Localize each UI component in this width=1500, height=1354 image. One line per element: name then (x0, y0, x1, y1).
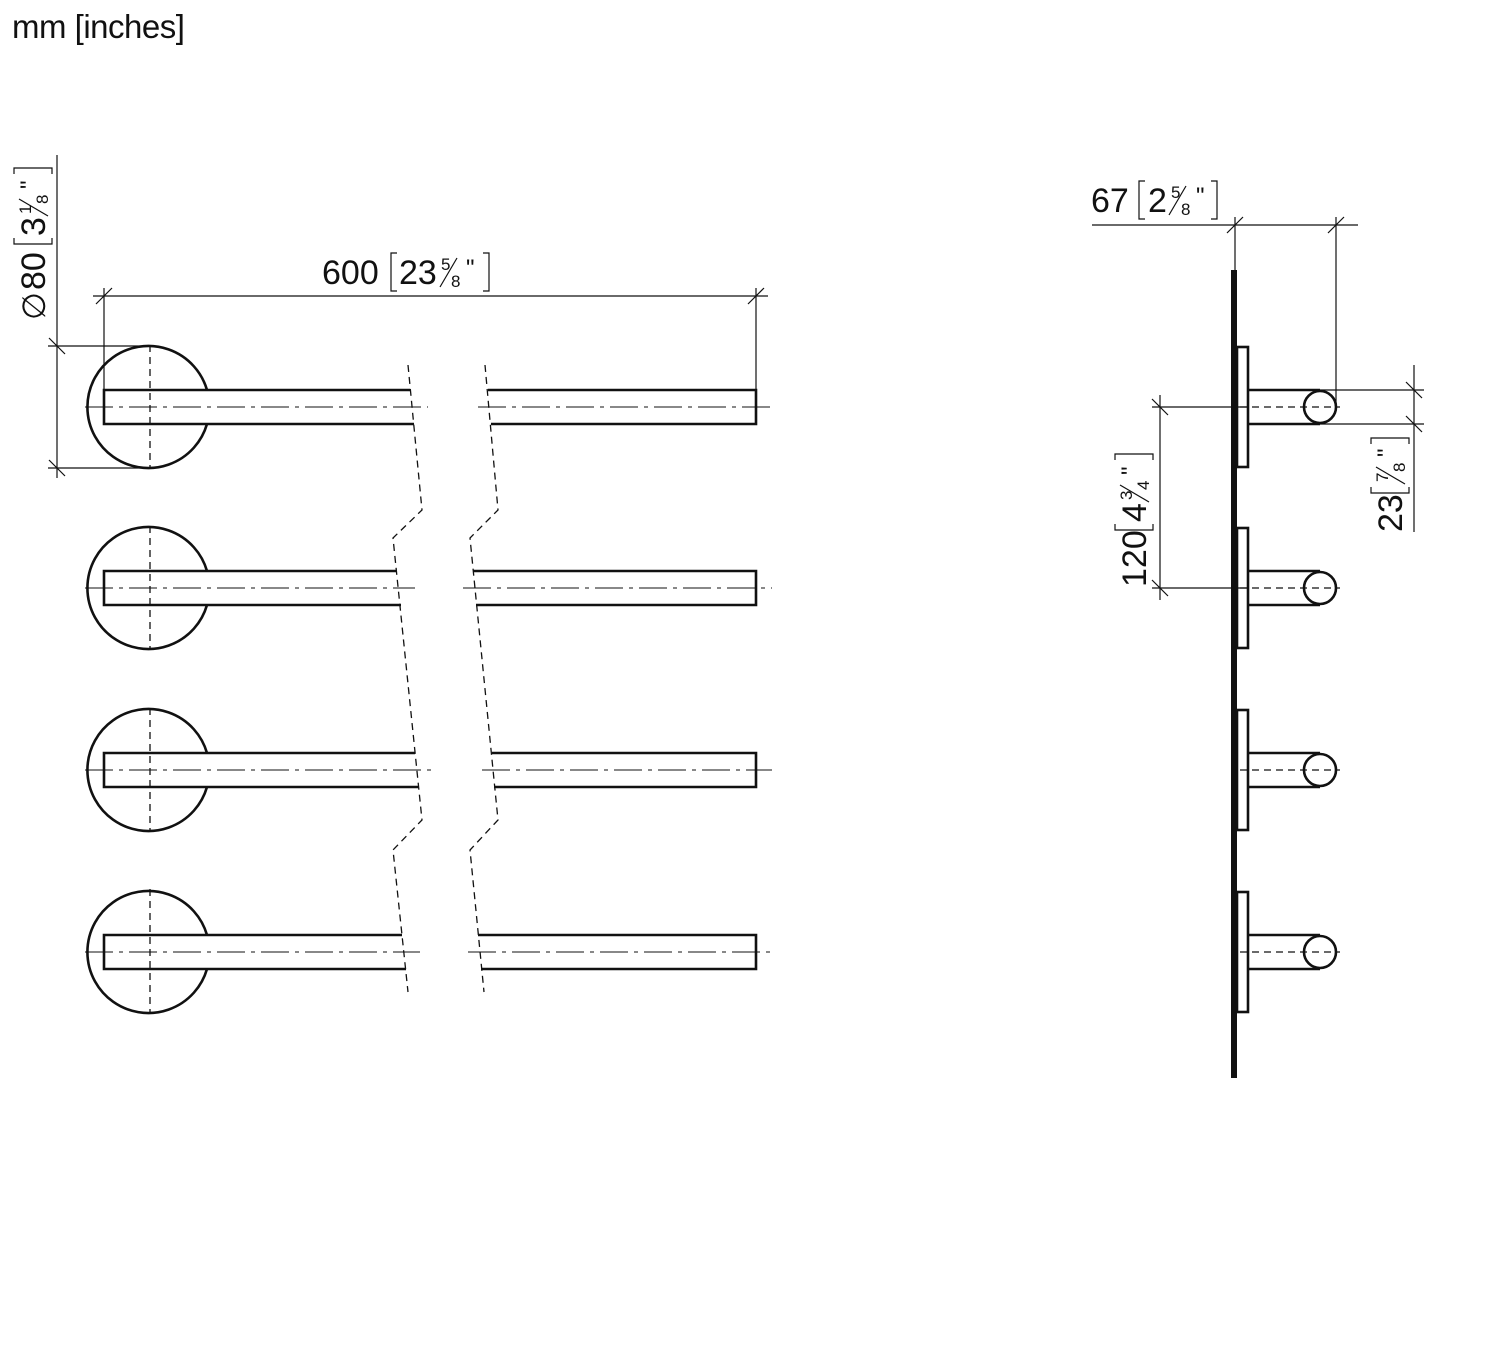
bracket-open (13, 238, 53, 245)
diameter-symbol: ∅ (16, 292, 52, 320)
bar-label: 23 7 8 " (1370, 437, 1410, 532)
diameter-mm: 80 (15, 252, 53, 290)
tick-mark (1151, 579, 1169, 597)
break-line-right (469, 364, 499, 993)
arm-stub (1248, 388, 1320, 426)
bar-in-den: 8 (1390, 463, 1409, 472)
inch-mark: " (466, 255, 475, 282)
front-view: 600 23 5 8 " ∅ 80 3 1 8 " (13, 155, 772, 1015)
diameter-in-num: 1 (16, 205, 35, 214)
inch-mark: " (1196, 183, 1205, 210)
break-line-left (392, 364, 423, 993)
tick-mark (1327, 216, 1345, 234)
bracket-open (1138, 180, 1145, 220)
depth-in-whole: 2 (1148, 182, 1167, 220)
bracket-close (1211, 180, 1218, 220)
bar-mm: 23 (1372, 494, 1410, 532)
bar-end (1302, 752, 1338, 788)
spacing-in-den: 4 (1134, 481, 1153, 490)
bracket-close (483, 252, 490, 292)
units-label: mm [inches] (12, 8, 185, 45)
bar-end (1302, 570, 1338, 606)
depth-dimension (1092, 216, 1358, 407)
arm-bar-right (473, 569, 758, 607)
tick-mark (1226, 216, 1244, 234)
bracket-open (1114, 524, 1154, 531)
side-arm-3 (1235, 708, 1340, 832)
mounting-block (1235, 708, 1250, 832)
fraction-slash (439, 257, 458, 288)
tick-mark (48, 459, 66, 477)
side-arm-1 (1235, 345, 1340, 469)
length-in-whole: 23 (399, 254, 437, 292)
length-in-num: 5 (441, 255, 450, 274)
tick-mark (1151, 398, 1169, 416)
length-label: 600 23 5 8 " (322, 252, 490, 292)
length-dimension (93, 287, 768, 389)
diameter-in-den: 8 (33, 195, 52, 204)
tick-mark (1405, 415, 1423, 433)
side-arm-2 (1235, 526, 1340, 650)
bracket-open (1370, 487, 1410, 494)
bar-in-num: 7 (1373, 473, 1392, 482)
diameter-in-whole: 3 (15, 217, 53, 236)
bracket-open (390, 252, 397, 292)
spacing-in-whole: 4 (1116, 503, 1154, 522)
fraction-slash (1168, 185, 1187, 216)
inch-mark: " (1373, 448, 1400, 457)
fraction-slash (1119, 484, 1150, 503)
spacing-mm: 120 (1116, 530, 1154, 587)
spacing-in-num: 3 (1117, 491, 1136, 500)
bracket-close (13, 167, 53, 174)
inch-mark: " (1117, 466, 1144, 475)
tick-mark (48, 337, 66, 355)
bar-end (1302, 934, 1338, 970)
front-arm-3 (85, 707, 772, 833)
front-arm-4 (85, 889, 772, 1015)
depth-in-den: 8 (1181, 200, 1190, 219)
spacing-label: 120 4 3 4 " (1114, 453, 1154, 587)
side-view: 67 2 5 8 " 120 4 3 4 " (1091, 180, 1424, 1078)
fraction-slash (18, 198, 49, 217)
tick-mark (95, 287, 113, 305)
depth-label: 67 2 5 8 " (1091, 180, 1218, 220)
bracket-close (1114, 453, 1154, 460)
tick-mark (1405, 381, 1423, 399)
wall-plate (1231, 270, 1237, 1078)
bar-end (1302, 389, 1338, 425)
tick-mark (747, 287, 765, 305)
bar-dimension (1320, 365, 1424, 532)
bracket-close (1370, 437, 1410, 444)
depth-in-num: 5 (1171, 183, 1180, 202)
length-mm: 600 (322, 254, 379, 292)
length-in-den: 8 (451, 272, 460, 291)
arm-stub (1248, 933, 1320, 971)
mounting-block (1235, 890, 1250, 1014)
arm-stub (1248, 751, 1320, 789)
spacing-dimension (1151, 395, 1248, 600)
side-arm-4 (1235, 890, 1340, 1014)
front-arm-2 (85, 525, 772, 651)
inch-mark: " (16, 180, 43, 189)
arm-stub (1248, 569, 1320, 607)
diameter-label: ∅ 80 3 1 8 " (13, 167, 53, 320)
diameter-dimension (48, 155, 150, 478)
depth-mm: 67 (1091, 182, 1129, 220)
fraction-slash (1375, 466, 1406, 485)
front-arm-1 (85, 344, 772, 470)
